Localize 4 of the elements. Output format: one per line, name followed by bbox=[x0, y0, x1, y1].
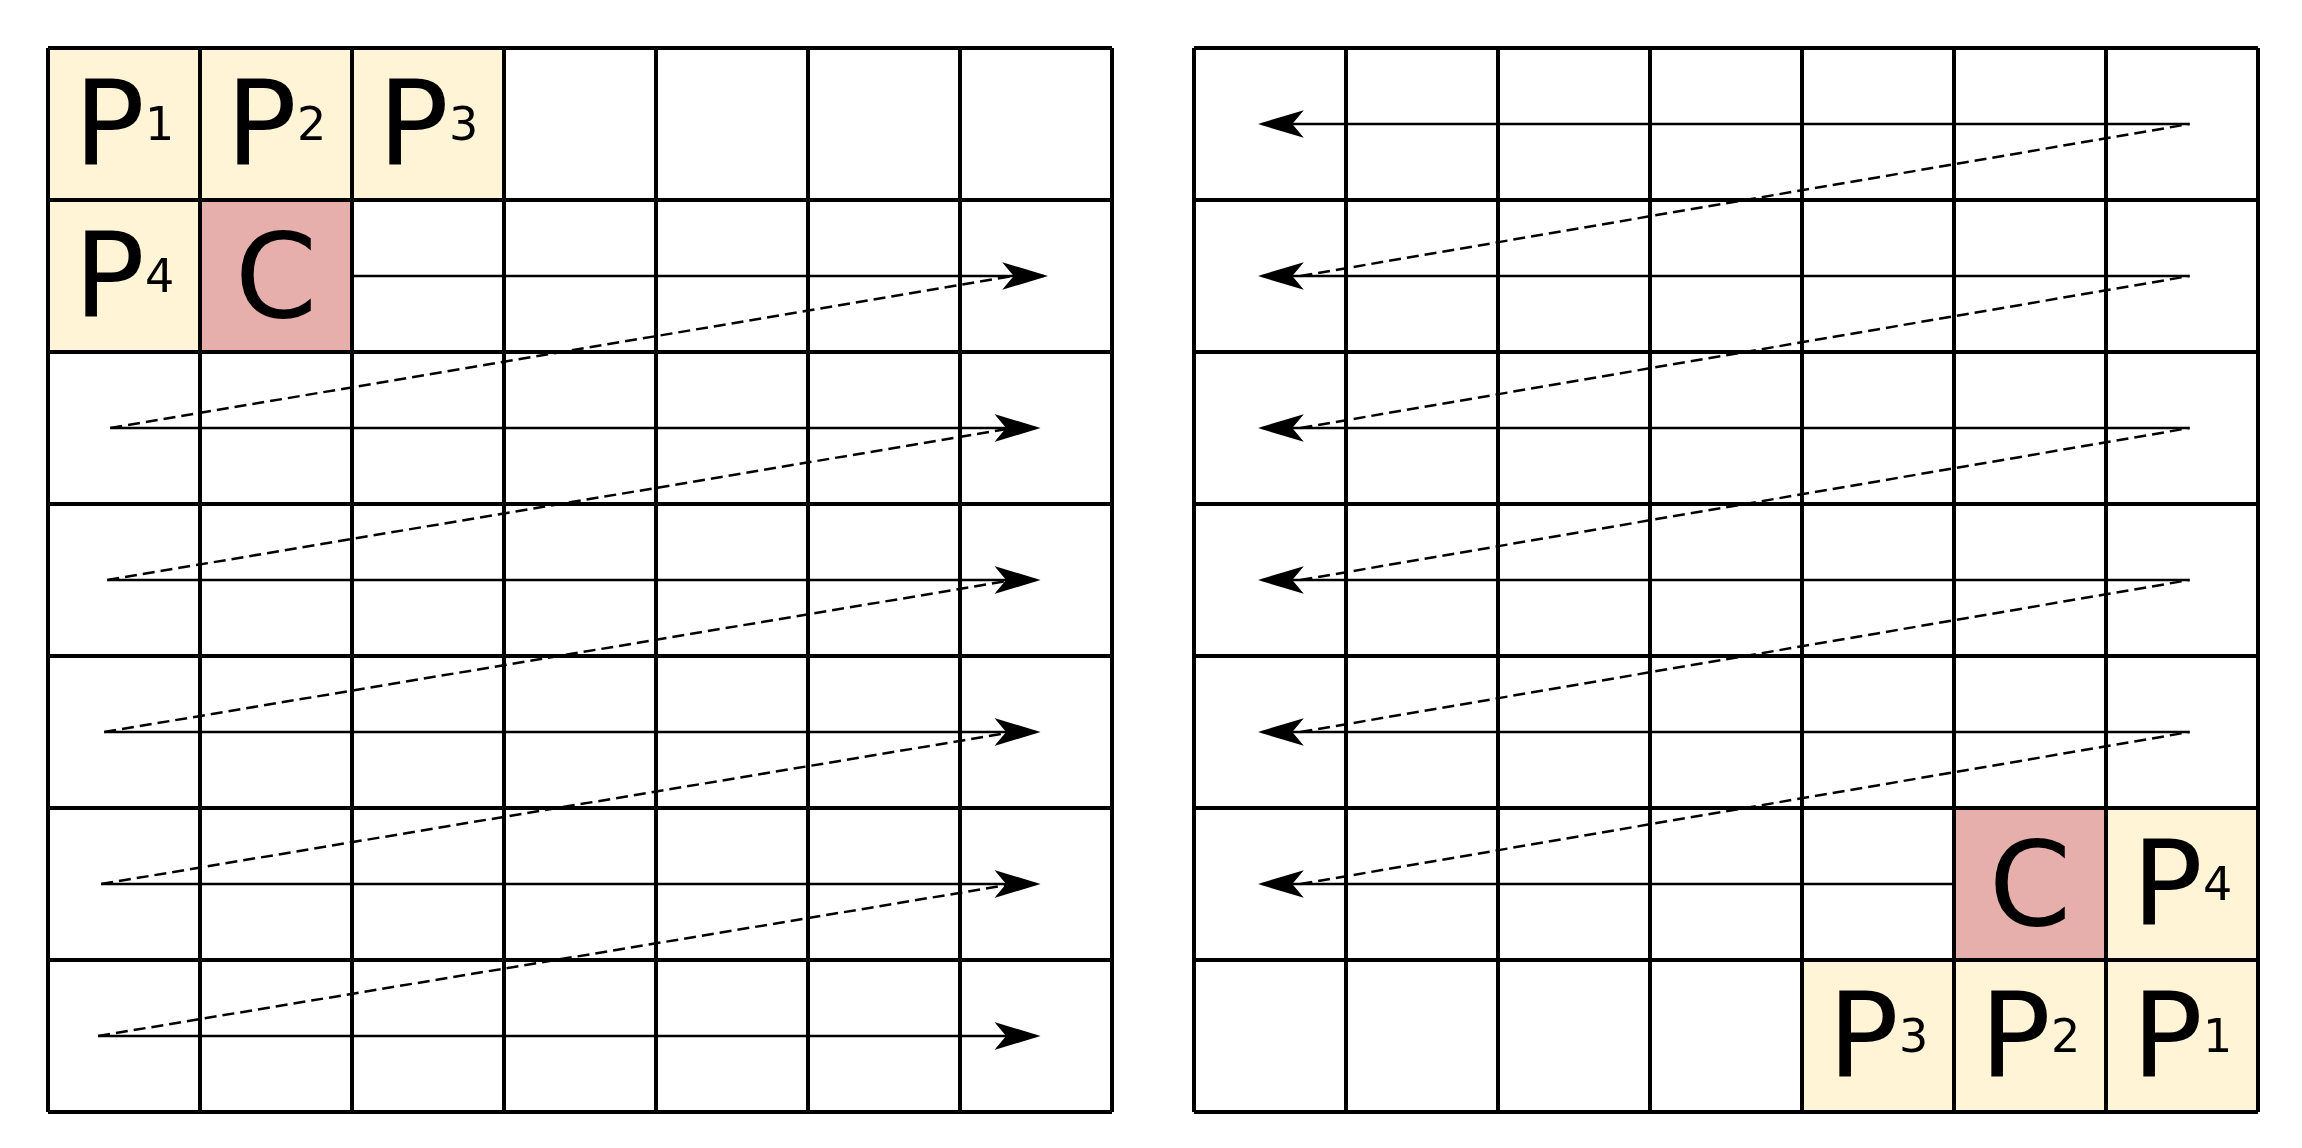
direction-arrow bbox=[352, 262, 1049, 290]
direction-arrow bbox=[1257, 870, 1954, 898]
current-pixel: C bbox=[1954, 808, 2106, 960]
current-pixel: C bbox=[200, 200, 352, 352]
